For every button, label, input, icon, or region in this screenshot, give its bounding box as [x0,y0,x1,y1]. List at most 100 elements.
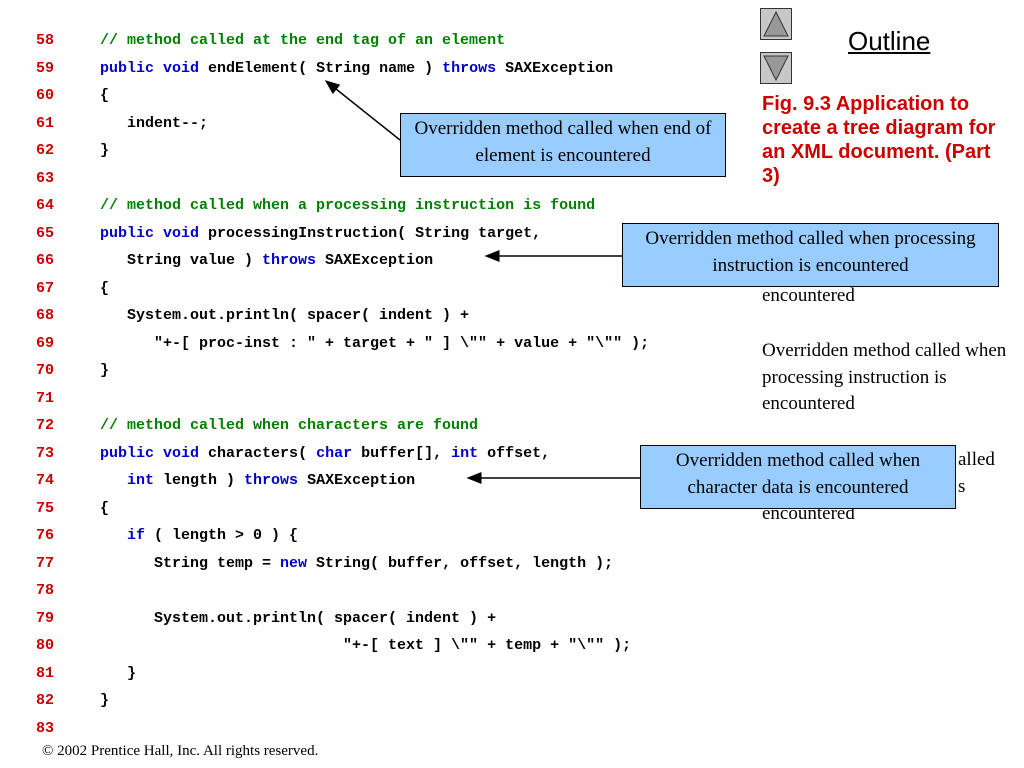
code-keyword: public [100,59,155,77]
code-text: // method called when characters are fou… [100,414,478,438]
line-number: 72 [36,417,55,434]
code-token: String( buffer, offset, length ); [307,554,614,572]
code-keyword: throws [442,59,497,77]
line-number: 73 [36,444,55,462]
code-token: indent--; [100,114,209,132]
code-text: // method called when a processing instr… [100,194,595,218]
figure-caption: Fig. 9.3 Application to create a tree di… [762,93,996,187]
side-note-1: encountered [762,285,855,306]
line-number: 80 [36,637,55,654]
line-number: 78 [36,582,55,599]
outline-title[interactable]: Outline [848,26,931,56]
code-text: String value ) throws SAXException [100,249,433,273]
code-token: } [100,692,110,709]
code-token: String value ) [100,252,263,269]
code-keyword: void [163,224,200,242]
code-keyword: void [163,59,200,77]
code-comment: // method called when a processing instr… [100,197,596,214]
code-text: { [100,84,109,108]
line-number: 60 [36,87,55,104]
code-token: "+-[ proc-inst : " + target + " ] \"" + … [100,334,650,352]
code-keyword: throws [244,472,299,489]
line-number: 58 [36,32,55,49]
code-keyword: if [127,527,146,544]
code-text: String temp = new String( buffer, offset… [100,552,613,576]
triangle-down-icon [763,55,789,82]
line-number: 83 [36,719,55,737]
line-number: 68 [36,307,55,324]
code-text: { [100,497,109,521]
code-keyword: void [163,444,200,462]
code-token: { [100,279,110,297]
code-text: System.out.println( spacer( indent ) + [100,304,469,328]
line-number: 66 [36,252,55,269]
code-token: endElement( String name ) [199,59,443,77]
code-token: buffer[], [352,444,452,462]
next-slide-button[interactable] [760,52,792,84]
line-number: 82 [36,692,55,709]
triangle-up-icon [763,10,789,37]
arrow-end-element [324,80,401,141]
copyright-notice: © 2002 Prentice Hall, Inc. All rights re… [42,743,319,759]
line-number: 69 [36,334,55,352]
code-token: { [100,87,110,104]
code-token: "+-[ text ] \"" + temp + "\"" ); [100,637,632,654]
code-token: offset, [478,444,551,462]
line-number: 81 [36,664,55,682]
line-number: 67 [36,279,55,297]
code-text: "+-[ proc-inst : " + target + " ] \"" + … [100,332,649,356]
code-text: } [100,139,109,163]
line-number: 71 [36,389,55,407]
line-number: 79 [36,609,55,627]
line-number: 63 [36,169,55,187]
code-keyword: new [280,554,308,572]
code-text: } [100,359,109,383]
code-keyword: public [100,224,155,242]
callout-characters: Overridden method called when character … [640,445,956,509]
code-keyword: char [316,444,353,462]
code-text: public void characters( char buffer[], i… [100,442,550,466]
line-number: 74 [36,472,55,489]
code-text: if ( length > 0 ) { [100,524,298,548]
line-number: 76 [36,527,55,544]
code-token: String temp = [100,554,281,572]
code-text: indent--; [100,112,208,136]
code-text: public void processingInstruction( Strin… [100,222,541,246]
code-token: System.out.println( spacer( indent ) + [100,609,497,627]
code-keyword: throws [262,252,317,269]
code-token: characters( [199,444,317,462]
callout-processing-instruction: Overridden method called when processing… [622,223,999,287]
side-note-3a: alled [958,449,995,470]
callout-end-element: Overridden method called when end of ele… [400,113,726,177]
line-number: 70 [36,362,55,379]
code-comment: // method called when characters are fou… [100,417,479,434]
code-text: public void endElement( String name ) th… [100,57,613,81]
side-note-2: Overridden method called when processing… [762,340,1007,415]
code-keyword: int [451,444,479,462]
code-token: } [100,664,137,682]
code-token: length ) [154,472,245,489]
code-keyword: int [127,472,155,489]
line-number: 62 [36,142,55,159]
code-token: ( length > 0 ) { [145,527,299,544]
code-token: } [100,142,110,159]
code-text: int length ) throws SAXException [100,469,415,493]
code-comment: // method called at the end tag of an el… [100,32,506,49]
code-token: System.out.println( spacer( indent ) + [100,307,470,324]
code-token: SAXException [316,252,434,269]
side-note-3b: s [958,476,966,497]
code-token: { [100,499,110,517]
code-text: "+-[ text ] \"" + temp + "\"" ); [100,634,631,658]
line-number: 64 [36,197,55,214]
code-text: } [100,689,109,713]
code-token: SAXException [496,59,614,77]
code-token: SAXException [298,472,416,489]
code-text: System.out.println( spacer( indent ) + [100,607,496,631]
line-number: 61 [36,114,55,132]
line-number: 59 [36,59,55,77]
previous-slide-button[interactable] [760,8,792,40]
code-text: } [100,662,136,686]
code-keyword: public [100,444,155,462]
line-number: 75 [36,499,55,517]
